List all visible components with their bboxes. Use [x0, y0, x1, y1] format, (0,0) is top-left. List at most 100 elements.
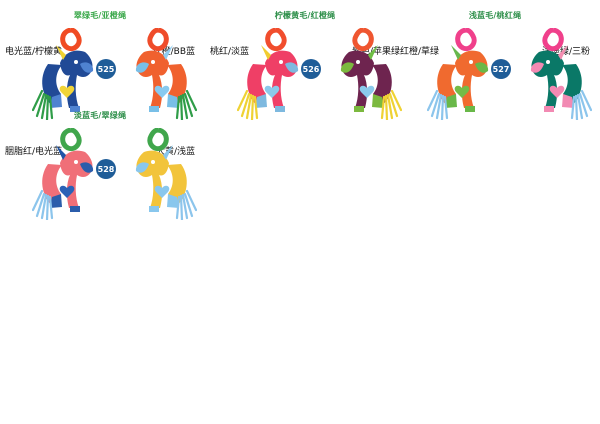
horse-heart — [454, 85, 470, 98]
horse-heart — [549, 85, 565, 98]
horse-ear — [261, 45, 271, 60]
left-horse-keychain — [32, 128, 94, 220]
horse-ear — [558, 45, 568, 60]
horse-hoof-right — [354, 106, 364, 112]
horse-tail — [380, 89, 402, 120]
horse-hoof-right — [70, 206, 80, 212]
left-horse-keychain — [32, 28, 94, 120]
strap-loop — [265, 28, 287, 52]
horse-heart — [359, 85, 375, 98]
right-color-label: 红橙/BB蓝 — [152, 47, 195, 57]
horse-heart — [264, 85, 280, 98]
horse-nose — [285, 62, 299, 73]
horse-head — [60, 50, 93, 108]
horse-eye — [356, 60, 360, 64]
strap-loop — [60, 128, 82, 152]
horse-ear — [56, 45, 66, 60]
horse-hoof-left — [372, 94, 384, 108]
right-color-label: 浅墨绿/三粉 — [541, 47, 590, 57]
product-number-badge: 527 — [491, 59, 511, 79]
horse-head — [60, 150, 93, 208]
horse-eye — [151, 60, 155, 64]
right-horse-keychain — [135, 28, 197, 120]
horse-nose — [340, 62, 354, 73]
horse-head — [341, 50, 374, 108]
horse-tail — [175, 89, 197, 120]
horse-tail — [32, 189, 54, 220]
product-group-526: 柠檬黄毛/红橙绳 桃红/淡蓝 紫色/苹果绿 526 — [210, 10, 402, 120]
product-number-badge: 525 — [96, 59, 116, 79]
left-color-label: 桃红/淡蓝 — [210, 47, 250, 57]
left-horse-keychain — [237, 28, 299, 120]
horse-hoof-left — [167, 94, 179, 108]
horse-ear — [163, 45, 173, 60]
horse-eye — [74, 60, 78, 64]
horse-hoof-right — [149, 206, 159, 212]
horse-eye — [151, 160, 155, 164]
strap-loop — [60, 28, 82, 52]
horse-tail — [32, 89, 54, 120]
strap-loop — [147, 28, 169, 52]
left-horse-keychain — [427, 28, 489, 120]
horse-hoof-left — [50, 94, 62, 108]
horse-hoof-right — [70, 106, 80, 112]
horse-head — [531, 50, 564, 108]
horse-eye — [279, 60, 283, 64]
horse-ear — [451, 45, 461, 60]
horse-eye — [469, 60, 473, 64]
product-number-badge: 526 — [301, 59, 321, 79]
horse-hoof-left — [445, 94, 457, 108]
strap-loop — [352, 28, 374, 52]
horse-heart — [59, 185, 75, 198]
horse-heart — [154, 185, 170, 198]
strap-loop — [455, 28, 477, 52]
horse-nose — [135, 62, 149, 73]
product-number-badge: 528 — [96, 159, 116, 179]
horse-hoof-left — [50, 194, 62, 208]
horse-nose — [530, 62, 544, 73]
right-horse-keychain — [340, 28, 402, 120]
horse-nose — [80, 62, 94, 73]
horse-nose — [475, 62, 489, 73]
color-header: 柠檬黄毛/红橙绳 — [274, 11, 336, 20]
left-color-label: 胭脂红/电光蓝 — [5, 147, 63, 157]
horse-head — [265, 50, 298, 108]
product-group-525: 翠绿毛/亚橙绳 电光蓝/柠檬黄 红橙/BB蓝 525 — [5, 10, 197, 120]
right-horse-keychain — [530, 28, 592, 120]
color-header: 淡蓝毛/翠绿绳 — [73, 111, 127, 120]
right-horse-keychain — [135, 128, 197, 220]
horse-nose — [135, 162, 149, 173]
horse-head — [136, 150, 169, 208]
horse-ear — [163, 145, 173, 160]
horse-eye — [74, 160, 78, 164]
horse-heart — [59, 85, 75, 98]
horse-eye — [546, 60, 550, 64]
horse-head — [136, 50, 169, 108]
horse-hoof-left — [167, 194, 179, 208]
left-color-label: 红橙/草绿 — [400, 47, 440, 57]
horse-tail — [237, 89, 259, 120]
horse-hoof-right — [149, 106, 159, 112]
horse-hoof-right — [465, 106, 475, 112]
horse-tail — [175, 189, 197, 220]
horse-nose — [80, 162, 94, 173]
horse-hoof-left — [562, 94, 574, 108]
horse-hoof-right — [275, 106, 285, 112]
horse-hoof-right — [544, 106, 554, 112]
color-header: 浅蓝毛/桃红绳 — [468, 11, 522, 20]
right-color-label: 大黄/浅蓝 — [155, 147, 195, 157]
horse-ear — [56, 145, 66, 160]
color-header: 翠绿毛/亚橙绳 — [73, 11, 127, 20]
left-color-label: 电光蓝/柠檬黄 — [5, 47, 63, 57]
product-group-527: 浅蓝毛/桃红绳 红橙/草绿 浅墨绿/三粉 527 — [400, 10, 592, 120]
horse-head — [455, 50, 488, 108]
right-color-label: 紫色/苹果绿 — [351, 47, 400, 57]
horse-tail — [427, 89, 449, 120]
horse-tail — [570, 89, 592, 120]
horse-hoof-left — [255, 94, 267, 108]
horse-ear — [368, 45, 378, 60]
strap-loop — [542, 28, 564, 52]
horse-heart — [154, 85, 170, 98]
product-group-528: 淡蓝毛/翠绿绳 胭脂红/电光蓝 大黄/浅蓝 528 — [5, 110, 197, 220]
strap-loop — [147, 128, 169, 152]
